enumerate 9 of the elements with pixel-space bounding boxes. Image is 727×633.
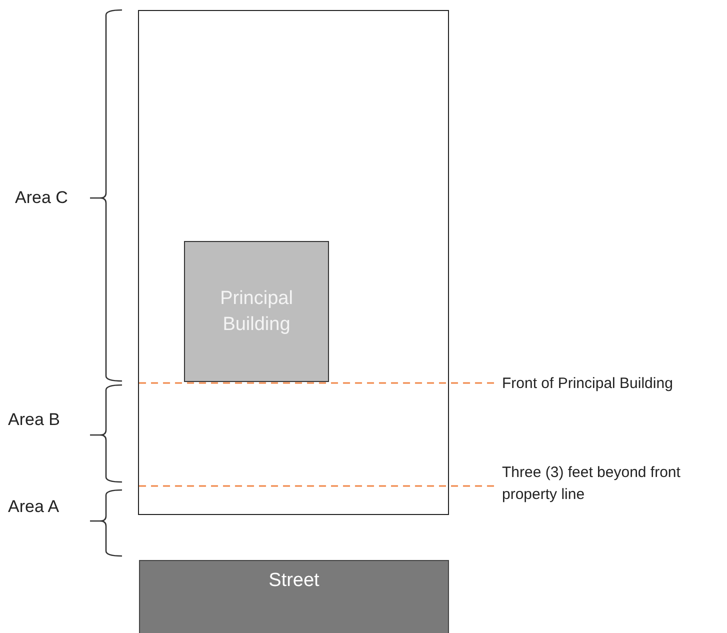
area-label: Area A xyxy=(8,496,60,518)
street-block xyxy=(139,560,449,633)
node-label: Street xyxy=(268,569,320,594)
building-box xyxy=(184,241,329,382)
line-note: Three (3) feet beyond front property line xyxy=(502,463,682,505)
property-lot xyxy=(138,10,449,515)
area-label: Area C xyxy=(15,187,69,209)
area-label: Area B xyxy=(8,409,61,431)
line-note: Front of Principal Building xyxy=(502,374,674,394)
